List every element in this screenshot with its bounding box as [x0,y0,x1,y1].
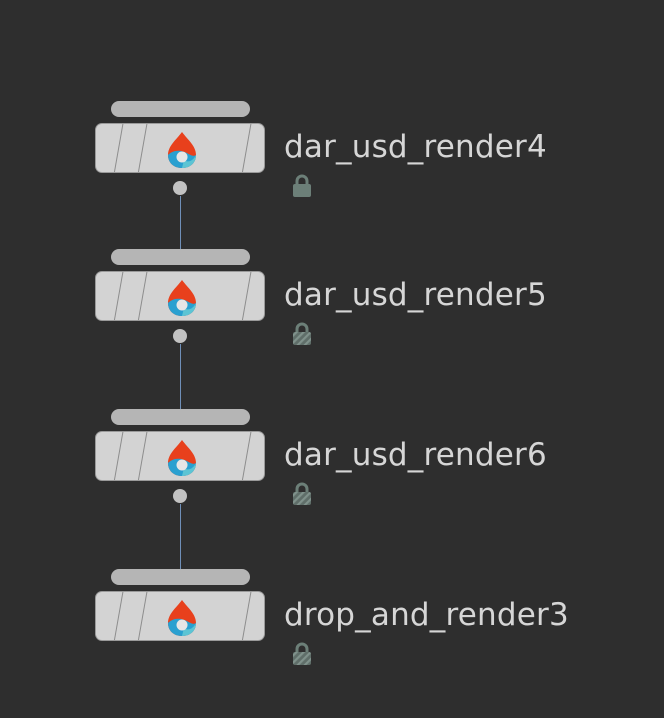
lock-icon[interactable] [291,642,313,666]
network-node[interactable]: dar_usd_render5 [95,249,547,359]
node-name[interactable]: dar_usd_render5 [284,277,547,313]
node-input-bar[interactable] [111,249,250,265]
node-body[interactable] [95,123,265,173]
node-name[interactable]: dar_usd_render4 [284,129,547,165]
network-node[interactable]: dar_usd_render6 [95,409,547,519]
node-name[interactable]: drop_and_render3 [284,597,569,633]
output-connector[interactable] [173,181,187,195]
lock-icon[interactable] [291,482,313,506]
node-body[interactable] [95,431,265,481]
output-connector[interactable] [173,329,187,343]
node-body[interactable] [95,591,265,641]
network-node[interactable]: drop_and_render3 [95,569,569,679]
render-flame-icon [164,278,200,318]
node-body[interactable] [95,271,265,321]
render-flame-icon [164,598,200,638]
lock-icon[interactable] [291,174,313,198]
render-flame-icon [164,438,200,478]
node-input-bar[interactable] [111,101,250,117]
wire-connection[interactable] [180,504,181,570]
lock-icon[interactable] [291,322,313,346]
node-input-bar[interactable] [111,569,250,585]
render-flame-icon [164,130,200,170]
wire-connection[interactable] [180,196,181,250]
network-node[interactable]: dar_usd_render4 [95,101,547,211]
node-input-bar[interactable] [111,409,250,425]
wire-connection[interactable] [180,344,181,410]
output-connector[interactable] [173,489,187,503]
node-name[interactable]: dar_usd_render6 [284,437,547,473]
